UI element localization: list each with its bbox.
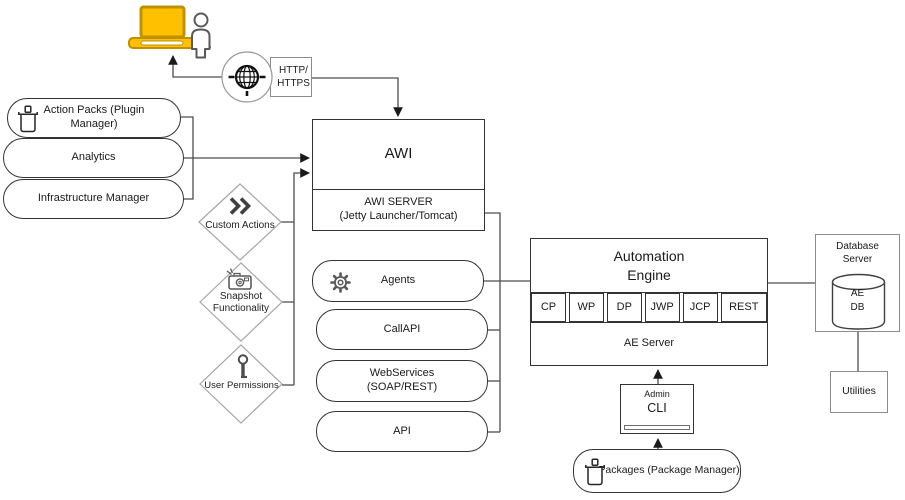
analytics-label: Analytics [71, 151, 116, 164]
ae-server-label: AE Server [623, 337, 675, 350]
connector-http-to-awi [311, 77, 403, 117]
chevrons-icon [229, 197, 252, 215]
cli-window-bar [624, 425, 690, 430]
node-database-server: Database Server AE DB [815, 234, 900, 332]
custom-actions-label: Custom Actions [205, 220, 275, 231]
webservices-label-line2: (SOAP/REST) [366, 381, 438, 393]
ae-server-section: AE Server [531, 322, 767, 365]
custom-actions-diamond [198, 183, 282, 261]
agents-label: Agents [380, 274, 416, 287]
callapi-label: CallAPI [383, 322, 421, 335]
node-api: API [316, 411, 488, 452]
connector-diamond-bus [293, 168, 310, 385]
ae-process-cell-jcp: JCP [682, 293, 718, 322]
awi-server-label-line2: (Jetty Launcher/Tomcat) [339, 210, 458, 222]
database-server-label-line1: Database [836, 241, 879, 252]
node-analytics: Analytics [3, 138, 184, 178]
gear-icon [330, 272, 351, 293]
api-label: API [393, 424, 411, 437]
node-utilities: Utilities [830, 371, 888, 413]
webservices-label-line1: WebServices [369, 367, 435, 380]
snapshot-diamond [199, 262, 283, 342]
package-icon [585, 458, 605, 486]
action-packs-label-line2: Manager) [70, 118, 118, 130]
http-label-line2: HTTPS [277, 78, 310, 89]
ae-process-row: CP WP DP JWP JCP REST [531, 293, 767, 322]
node-webservices: WebServices (SOAP/REST) [316, 360, 488, 402]
database-cylinder-icon [831, 273, 886, 330]
awi-label: AWI [384, 145, 413, 163]
infrastructure-manager-label: Infrastructure Manager [37, 192, 150, 205]
camera-icon [226, 268, 252, 290]
node-agents: Agents [312, 260, 484, 302]
ae-process-cell-rest: REST [720, 293, 767, 322]
node-awi-server: AWI SERVER (Jetty Launcher/Tomcat) [312, 189, 485, 231]
connector-left-bracket [181, 116, 194, 200]
user-icon [191, 12, 211, 59]
node-http: HTTP/ HTTPS [270, 57, 312, 97]
node-awi: AWI [312, 119, 485, 190]
ae-db-label-line1: AE [850, 288, 865, 299]
ae-process-cell-jwp: JWP [644, 293, 680, 322]
user-permissions-label: User Permissions [204, 380, 279, 391]
http-label-line1: HTTP/ [279, 65, 308, 76]
node-packages: Packages (Package Manager) [573, 449, 741, 493]
packages-label: Packages (Package Manager) [598, 464, 740, 477]
ae-process-cell-wp: WP [568, 293, 604, 322]
globe-icon [221, 51, 273, 103]
automation-engine-title-line1: Automation [613, 247, 685, 264]
snapshot-label-line1: Snapshot [219, 291, 263, 302]
awi-server-label-line1: AWI SERVER [364, 196, 433, 209]
node-action-packs: Action Packs (Plugin Manager) [7, 98, 181, 138]
automation-engine-title: Automation Engine [531, 239, 767, 293]
ae-process-cell-cp: CP [531, 293, 566, 322]
connector-globe-to-client [168, 55, 222, 78]
node-automation-engine: Automation Engine CP WP DP JWP JCP REST … [530, 238, 768, 366]
automation-engine-title-line2: Engine [627, 266, 671, 283]
database-server-label-line2: Server [842, 254, 873, 265]
node-admin-cli: Admin CLI [620, 384, 694, 434]
package-icon [18, 105, 38, 133]
node-callapi: CallAPI [316, 309, 488, 350]
ae-db-label-line2: DB [850, 301, 865, 313]
node-infrastructure-manager: Infrastructure Manager [3, 179, 184, 219]
ae-process-cell-dp: DP [606, 293, 642, 322]
admin-cli-label-line1: Admin [644, 389, 670, 399]
snapshot-label-line2: Functionality [212, 303, 270, 314]
key-icon [237, 354, 249, 379]
connector-right-bus [485, 212, 501, 432]
client-clipart [128, 5, 211, 59]
utilities-label: Utilities [842, 385, 876, 398]
admin-cli-label-line2: CLI [647, 401, 667, 416]
permissions-diamond [199, 344, 283, 424]
action-packs-label-line1: Action Packs (Plugin [43, 104, 145, 117]
laptop-icon [128, 5, 196, 49]
